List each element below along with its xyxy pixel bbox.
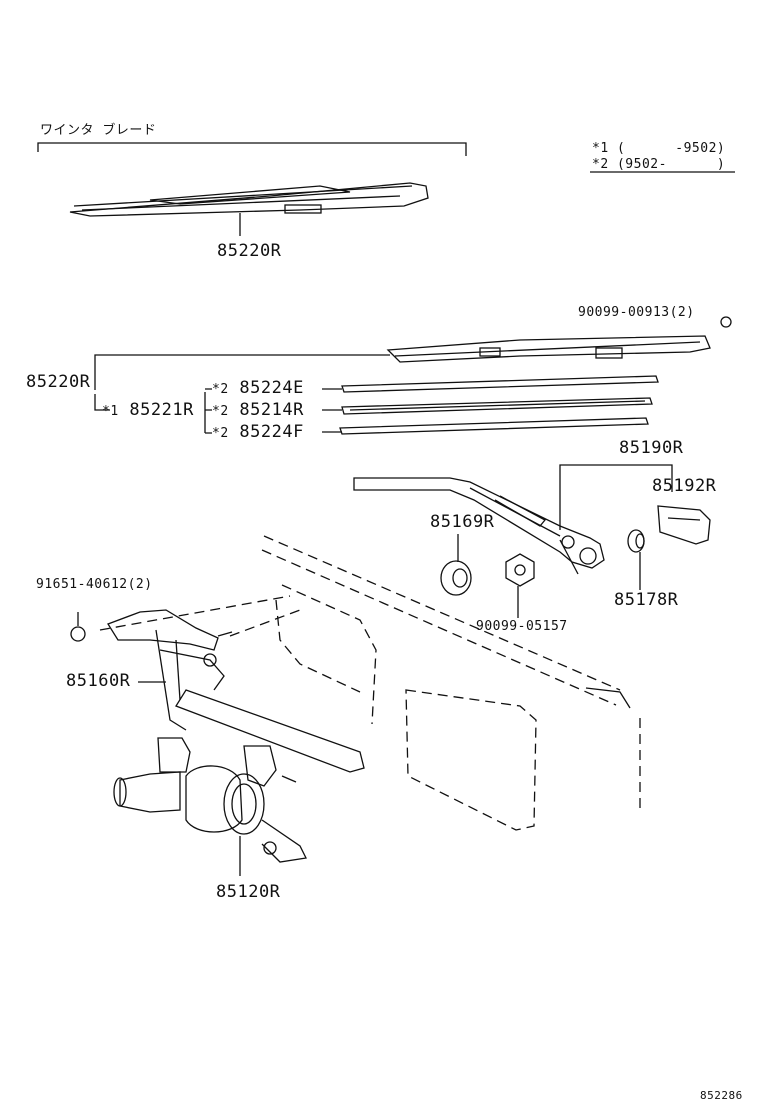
backing-a-mark: *2 (212, 382, 229, 397)
blade-sub-callout (94, 394, 110, 411)
part-label-blade-assy-top[interactable]: 85220R (217, 241, 282, 261)
part-label-arm[interactable]: 85190R (619, 438, 684, 458)
washer-drawing (627, 529, 645, 590)
part-label-backing-a[interactable]: *2 85224E (212, 380, 304, 397)
rubber-mark: *2 (212, 404, 229, 419)
part-label-backing-b[interactable]: *2 85224F (212, 424, 304, 441)
part-label-washer[interactable]: 85178R (614, 590, 679, 610)
part-label-blade-assy[interactable]: 85220R (26, 372, 91, 392)
part-label-nut[interactable]: 90099-00913(2) (578, 305, 695, 320)
body-panel-outline (99, 535, 641, 831)
legend-line-1: *1 ( -9502) (592, 142, 725, 155)
part-label-grommet[interactable]: 85169R (430, 512, 495, 532)
part-label-rubber[interactable]: *2 85214R (212, 402, 304, 419)
legend-range-2: (9502- ) (616, 157, 726, 172)
hex-nut-drawing (505, 553, 535, 618)
part-label-cap[interactable]: 85192R (652, 476, 717, 496)
part-label-link[interactable]: 85160R (66, 671, 131, 691)
blade-callout (94, 354, 390, 390)
part-label-hex-nut[interactable]: 90099-05157 (476, 619, 568, 634)
header-bracket (37, 142, 467, 156)
arm-cap-drawing (657, 505, 711, 545)
rubber-drawing (341, 397, 653, 415)
wiper-blade-top-drawing (69, 182, 429, 236)
wiper-blade-middle-drawing (386, 316, 732, 363)
part-label-bolt[interactable]: 91651-40612(2) (36, 577, 153, 592)
legend-line-2: *2 (9502- ) (592, 158, 725, 171)
backing-b-number: 85224F (239, 422, 304, 442)
wiper-arm-drawing (353, 477, 605, 575)
blade-sub-number: 85221R (129, 400, 194, 420)
diagram-code: 852286 (700, 1089, 743, 1102)
part-label-blade-sub[interactable]: *1 85221R (102, 402, 194, 419)
header-title: ワインタ ブレード (40, 123, 157, 138)
backing-b-drawing (339, 417, 649, 435)
bolt-drawing (70, 612, 86, 642)
backing-bracket (204, 388, 212, 434)
blade-sub-mark: *1 (102, 404, 119, 419)
legend-range-1: ( -9502) (616, 141, 726, 156)
arm-callout (559, 464, 673, 530)
legend-mark-2: *2 (592, 157, 609, 172)
wiper-linkage-drawing (107, 609, 365, 773)
wiper-motor-drawing (113, 737, 307, 876)
backing-a-drawing (341, 375, 659, 393)
legend-mark-1: *1 (592, 141, 609, 156)
backing-b-mark: *2 (212, 426, 229, 441)
rubber-number: 85214R (239, 400, 304, 420)
grommet-drawing (440, 534, 472, 596)
part-label-motor[interactable]: 85120R (216, 882, 281, 902)
backing-a-number: 85224E (239, 378, 304, 398)
